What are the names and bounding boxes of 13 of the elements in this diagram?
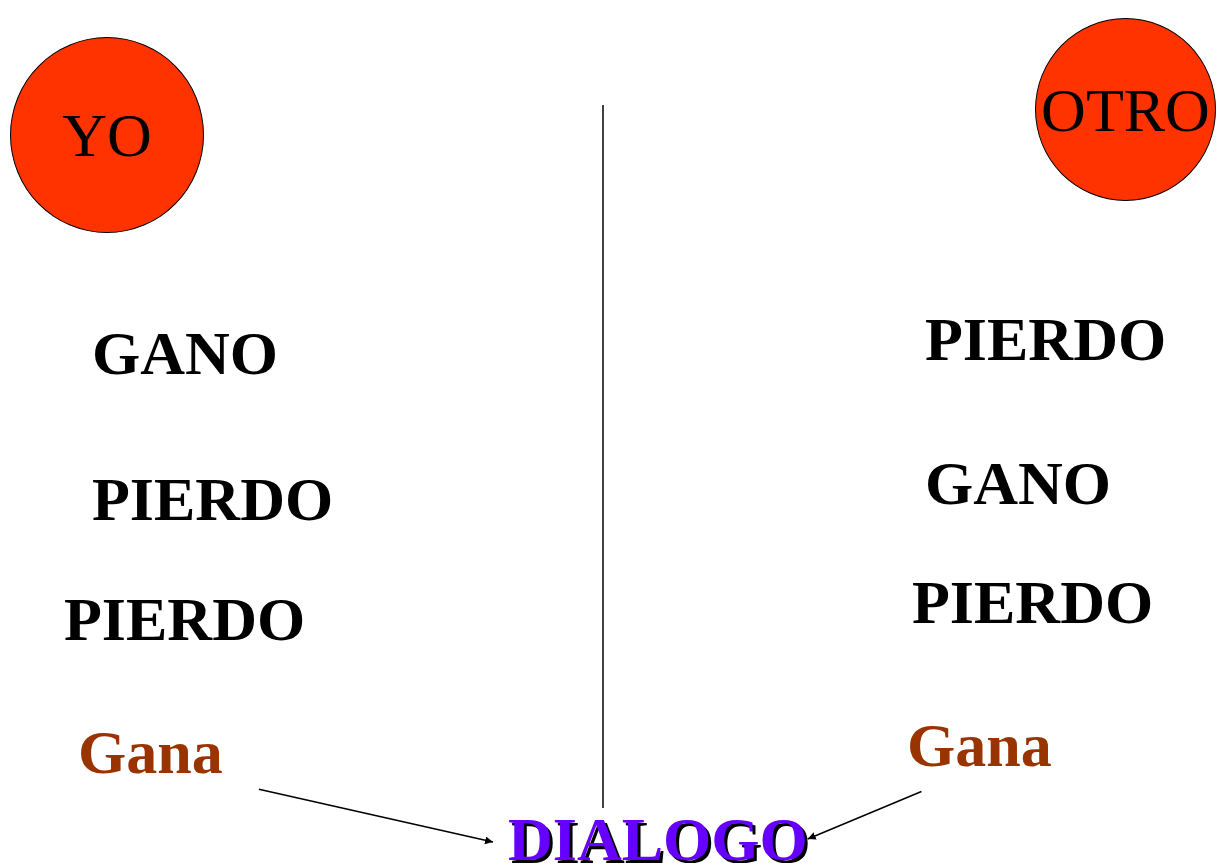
title-word: DIALOGO [508, 808, 808, 863]
arrow [806, 790, 923, 840]
node-text: Gana [907, 714, 1052, 776]
outcome-label: PIERDO [912, 571, 1154, 633]
circle-label: YO [62, 104, 152, 166]
outcome-label: PIERDO [92, 468, 334, 530]
outcome-label: PIERDO [64, 588, 306, 650]
node-text: Gana [78, 721, 223, 783]
circle-label: OTRO [1041, 78, 1210, 141]
outcome-label: GANO [925, 452, 1111, 514]
outcome-label: GANO [92, 322, 278, 384]
outcome-label: PIERDO [925, 308, 1167, 370]
arrow [258, 788, 494, 845]
